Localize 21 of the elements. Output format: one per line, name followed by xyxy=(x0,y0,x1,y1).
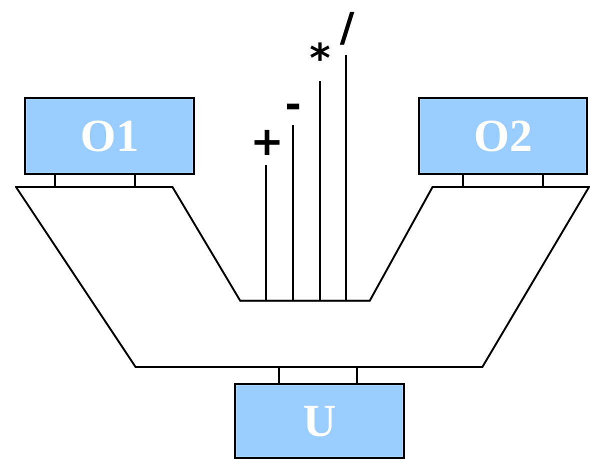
alu-shape xyxy=(15,186,590,368)
connector-line xyxy=(278,368,280,383)
connector-line xyxy=(134,175,136,186)
operation-label: * xyxy=(305,40,335,78)
connector-line xyxy=(292,125,294,301)
register-label: O1 xyxy=(80,113,139,159)
register-box xyxy=(418,97,588,175)
register-label: U xyxy=(302,398,336,444)
connector-line xyxy=(356,368,358,383)
connector-line xyxy=(319,81,321,301)
connector-line xyxy=(265,165,267,301)
register-box xyxy=(234,383,405,459)
connector-line xyxy=(54,175,56,186)
connector-line xyxy=(542,175,544,186)
register-label: O2 xyxy=(474,113,532,159)
connector-line xyxy=(462,175,464,186)
connector-line xyxy=(345,55,347,301)
operation-label: - xyxy=(280,88,306,122)
register-box xyxy=(24,97,195,175)
operation-label: / xyxy=(334,4,360,52)
operation-label: + xyxy=(252,122,282,162)
